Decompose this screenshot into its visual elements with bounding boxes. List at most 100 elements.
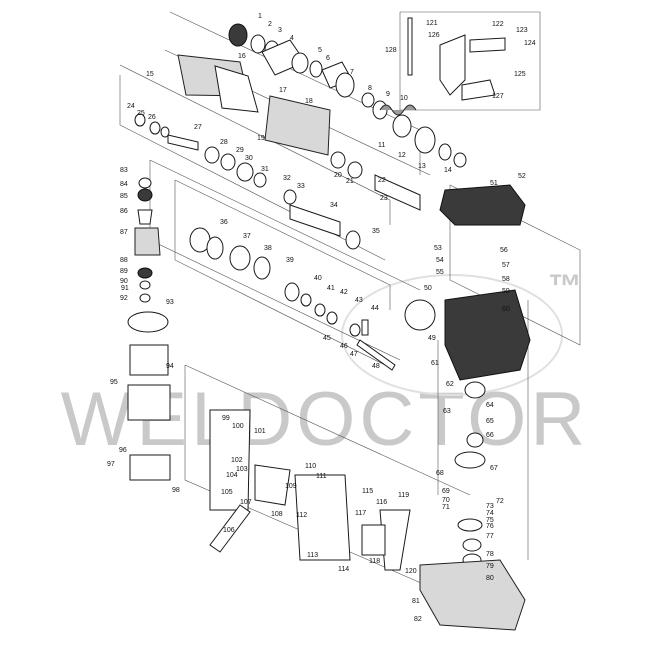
part-number-label: 121 (426, 20, 438, 27)
part-number-label: 50 (424, 285, 432, 292)
part-number-label: 108 (271, 511, 283, 518)
part-number-label: 47 (350, 351, 358, 358)
part-number-label: 48 (372, 363, 380, 370)
part-number-label: 28 (220, 139, 228, 146)
part-number-label: 39 (286, 257, 294, 264)
part-number-label: 37 (243, 233, 251, 240)
part-number-label: 115 (362, 488, 373, 495)
part-number-label: 73 (486, 503, 494, 510)
part-number-label: 88 (120, 257, 128, 264)
part-number-label: 63 (443, 408, 451, 415)
part-number-label: 77 (486, 533, 494, 540)
part-number-label: 43 (355, 297, 363, 304)
part-number-label: 9 (386, 91, 390, 98)
part-number-label: 7 (350, 69, 354, 76)
part-number-label: 87 (120, 229, 128, 236)
part-number-label: 119 (398, 492, 409, 499)
part-number-label: 33 (297, 183, 305, 190)
part-number-label: 36 (220, 219, 228, 226)
part-number-label: 13 (418, 163, 426, 170)
part-number-label: 27 (194, 124, 202, 131)
part-number-label: 49 (428, 335, 436, 342)
part-number-label: 75 (486, 517, 494, 524)
part-number-label: 106 (223, 527, 235, 534)
part-number-label: 59 (502, 288, 510, 295)
chuck-assembly (134, 23, 526, 250)
part-number-label: 16 (238, 53, 246, 60)
part-number-label: 32 (283, 175, 291, 182)
part-number-label: 14 (444, 167, 452, 174)
part-number-label: 92 (120, 295, 128, 302)
part-number-label: 97 (107, 461, 115, 468)
watermark-swoosh (341, 274, 563, 396)
part-number-label: 78 (486, 551, 494, 558)
part-number-label: 102 (231, 457, 243, 464)
part-number-label: 116 (376, 499, 387, 506)
part-number-label: 40 (314, 275, 322, 282)
part-number-label: 104 (226, 472, 238, 479)
part-number-label: 126 (428, 32, 440, 39)
part-number-label: 123 (516, 27, 528, 34)
part-number-label: 69 (442, 488, 450, 495)
part-number-label: 70 (442, 497, 450, 504)
part-number-label: 30 (245, 155, 253, 162)
part-number-label: 107 (240, 499, 252, 506)
part-number-label: 79 (486, 563, 494, 570)
part-number-label: 68 (436, 470, 444, 477)
part-number-label: 64 (486, 402, 494, 409)
part-number-label: 11 (378, 142, 385, 149)
part-number-label: 93 (166, 299, 174, 306)
part-number-label: 114 (338, 566, 349, 573)
part-number-label: 54 (436, 257, 444, 264)
part-number-label: 65 (486, 418, 494, 425)
part-number-label: 41 (327, 285, 335, 292)
part-number-label: 45 (323, 335, 331, 342)
part-number-label: 96 (119, 447, 127, 454)
part-number-label: 105 (221, 489, 233, 496)
part-number-label: 60 (502, 306, 510, 313)
part-number-label: 85 (120, 193, 128, 200)
part-number-label: 125 (514, 71, 526, 78)
part-number-label: 83 (120, 167, 128, 174)
part-number-label: 109 (285, 483, 297, 490)
part-number-label: 89 (120, 268, 128, 275)
housing-assembly (209, 17, 531, 631)
part-number-label: 12 (398, 152, 406, 159)
part-number-label: 4 (290, 35, 294, 42)
part-number-label: 99 (222, 415, 230, 422)
part-number-label: 122 (492, 21, 504, 28)
trademark-symbol: ™ (548, 268, 582, 306)
part-number-label: 94 (166, 363, 174, 370)
part-number-label: 117 (355, 510, 366, 517)
part-number-label: 23 (380, 195, 388, 202)
part-number-label: 38 (264, 245, 272, 252)
part-number-label: 100 (232, 423, 244, 430)
part-1-shape (228, 23, 248, 47)
part-number-label: 26 (148, 114, 156, 121)
part-number-label: 112 (296, 512, 307, 519)
part-number-label: 31 (261, 166, 269, 173)
part-number-label: 15 (146, 71, 154, 78)
part-number-label: 71 (442, 504, 450, 511)
part-number-label: 35 (372, 228, 380, 235)
part-number-label: 6 (326, 55, 330, 62)
part-number-label: 17 (279, 87, 287, 94)
part-number-label: 111 (316, 473, 327, 480)
part-number-label: 57 (502, 262, 510, 269)
part-number-label: 19 (257, 135, 265, 142)
part-number-label: 80 (486, 575, 494, 582)
part-number-label: 118 (369, 558, 380, 565)
part-number-label: 51 (490, 180, 498, 187)
part-number-label: 18 (305, 98, 313, 105)
part-number-label: 66 (486, 432, 494, 439)
part-number-label: 61 (431, 360, 439, 367)
part-number-label: 127 (492, 93, 504, 100)
part-number-label: 128 (385, 47, 397, 54)
part-number-label: 44 (371, 305, 379, 312)
part-number-label: 42 (340, 289, 348, 296)
part-number-label: 2 (268, 21, 272, 28)
part-number-label: 10 (400, 95, 408, 102)
part-number-label: 74 (486, 510, 494, 517)
part-number-label: 58 (502, 276, 510, 283)
